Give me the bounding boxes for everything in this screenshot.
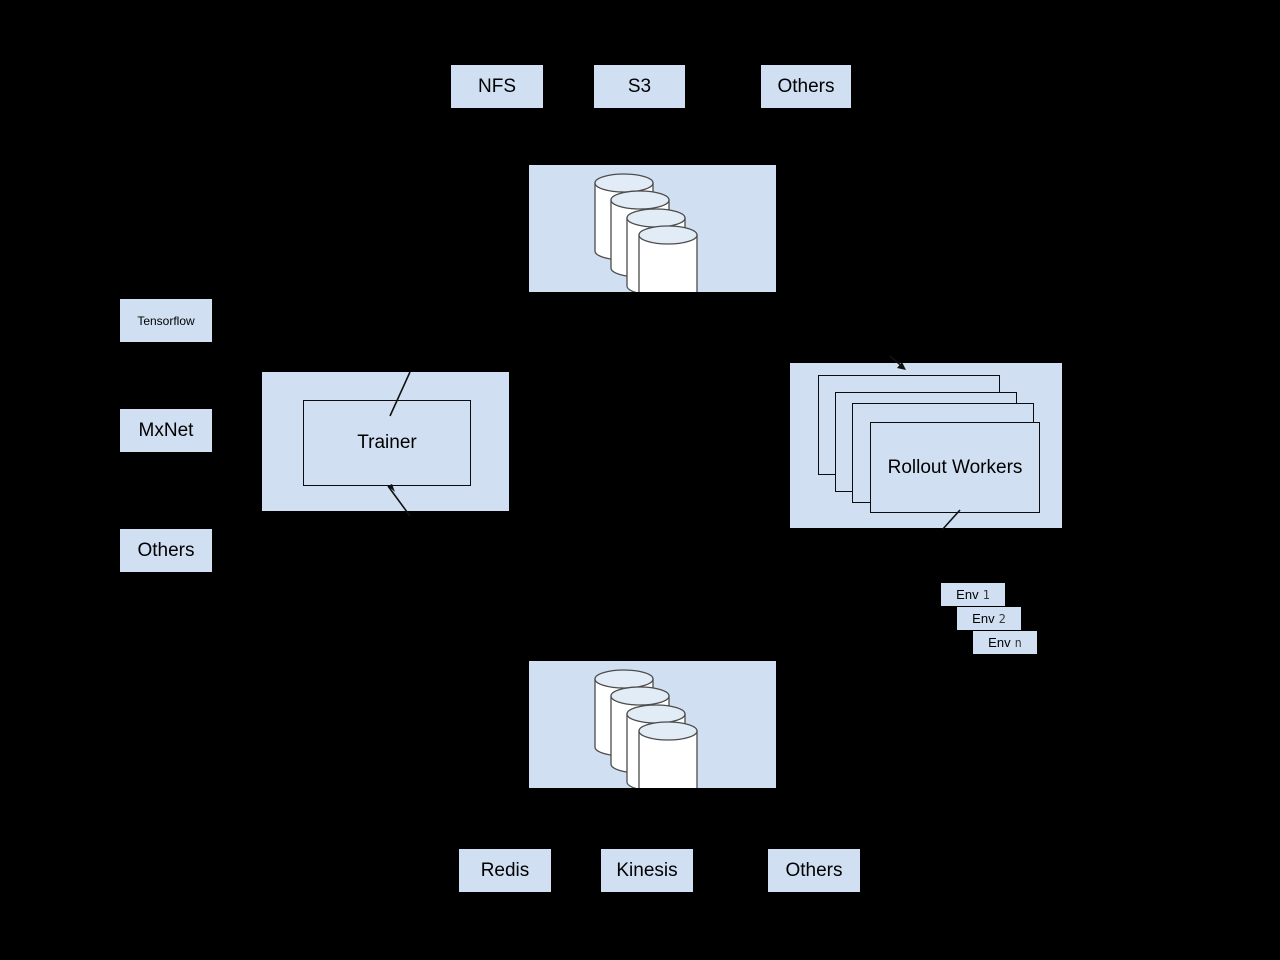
env-box-1[interactable]: Env 1	[941, 583, 1005, 606]
rollout-workers-label: Rollout Workers	[887, 456, 1023, 478]
env-n-index: n	[1014, 635, 1022, 650]
storage-s3-label: S3	[627, 76, 652, 97]
framework-tensorflow-box[interactable]: Tensorflow	[120, 299, 212, 342]
framework-mxnet-label: MxNet	[138, 420, 194, 441]
queue-kinesis-label: Kinesis	[616, 860, 678, 881]
trainer-box[interactable]: Trainer	[303, 400, 471, 486]
queue-kinesis-box[interactable]: Kinesis	[601, 849, 693, 892]
storage-nfs-label: NFS	[478, 76, 516, 97]
storage-s3-box[interactable]: S3	[594, 65, 685, 108]
datastore-bottom-panel	[529, 661, 776, 788]
queue-others-box[interactable]: Others	[768, 849, 860, 892]
framework-others-label: Others	[137, 540, 195, 561]
storage-others-box[interactable]: Others	[761, 65, 851, 108]
queue-redis-box[interactable]: Redis	[459, 849, 551, 892]
storage-nfs-box[interactable]: NFS	[451, 65, 543, 108]
env-2-index: 2	[998, 611, 1006, 626]
env-box-2[interactable]: Env 2	[957, 607, 1021, 630]
queue-redis-label: Redis	[480, 860, 530, 881]
framework-mxnet-box[interactable]: MxNet	[120, 409, 212, 452]
rollout-workers-box[interactable]: Rollout Workers	[870, 422, 1040, 513]
framework-others-box[interactable]: Others	[120, 529, 212, 572]
framework-tensorflow-label: Tensorflow	[137, 313, 195, 328]
env-1-index: 1	[982, 587, 990, 602]
storage-others-label: Others	[777, 76, 835, 97]
queue-others-label: Others	[785, 860, 843, 881]
env-1-prefix: Env	[956, 587, 979, 602]
env-n-prefix: Env	[988, 635, 1011, 650]
env-2-prefix: Env	[972, 611, 995, 626]
datastore-top-panel	[529, 165, 776, 292]
trainer-label: Trainer	[357, 432, 417, 453]
env-box-n[interactable]: Env n	[973, 631, 1037, 654]
